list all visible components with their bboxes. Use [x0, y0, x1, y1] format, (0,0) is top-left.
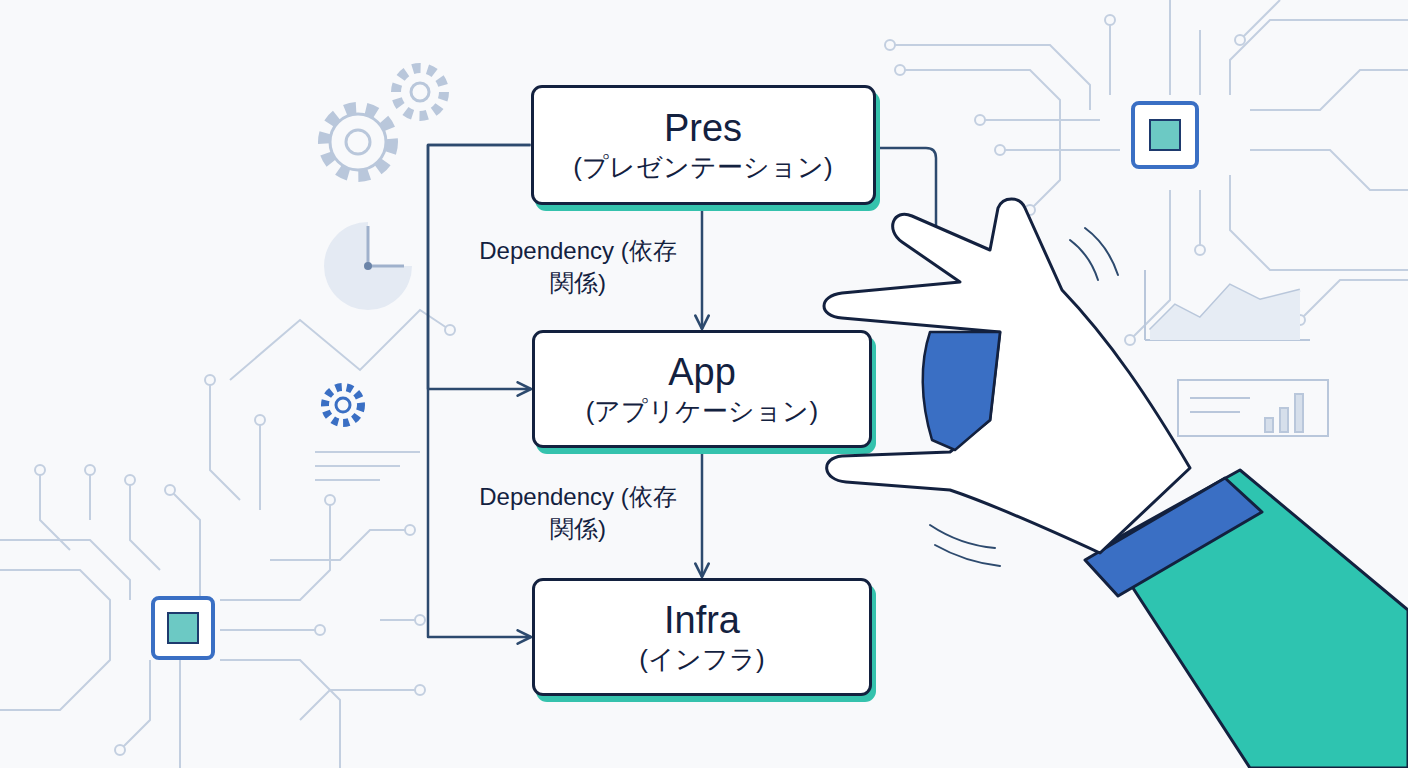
gear-icon: [324, 68, 444, 423]
layer-box: Pres(プレゼンテーション): [531, 85, 876, 205]
layer-subtitle: (プレゼンテーション): [573, 150, 832, 184]
edge-label: Dependency (依存関係): [468, 233, 688, 301]
dependency-arrow: [428, 145, 531, 637]
chart-icon: [1145, 270, 1328, 436]
layer-box: App(アプリケーション): [532, 330, 872, 448]
layer-name: App: [668, 350, 736, 394]
layer-box: Infra(インフラ): [532, 578, 872, 696]
layer-subtitle: (インフラ): [639, 642, 764, 676]
dependency-arrow: [701, 205, 704, 329]
layer-name: Pres: [664, 106, 742, 150]
edge-label: Dependency (依存関係): [468, 479, 688, 547]
pie-icon: [324, 222, 412, 310]
layer-subtitle: (アプリケーション): [586, 394, 818, 428]
dependency-arrow: [701, 448, 704, 577]
layer-name: Infra: [664, 598, 740, 642]
